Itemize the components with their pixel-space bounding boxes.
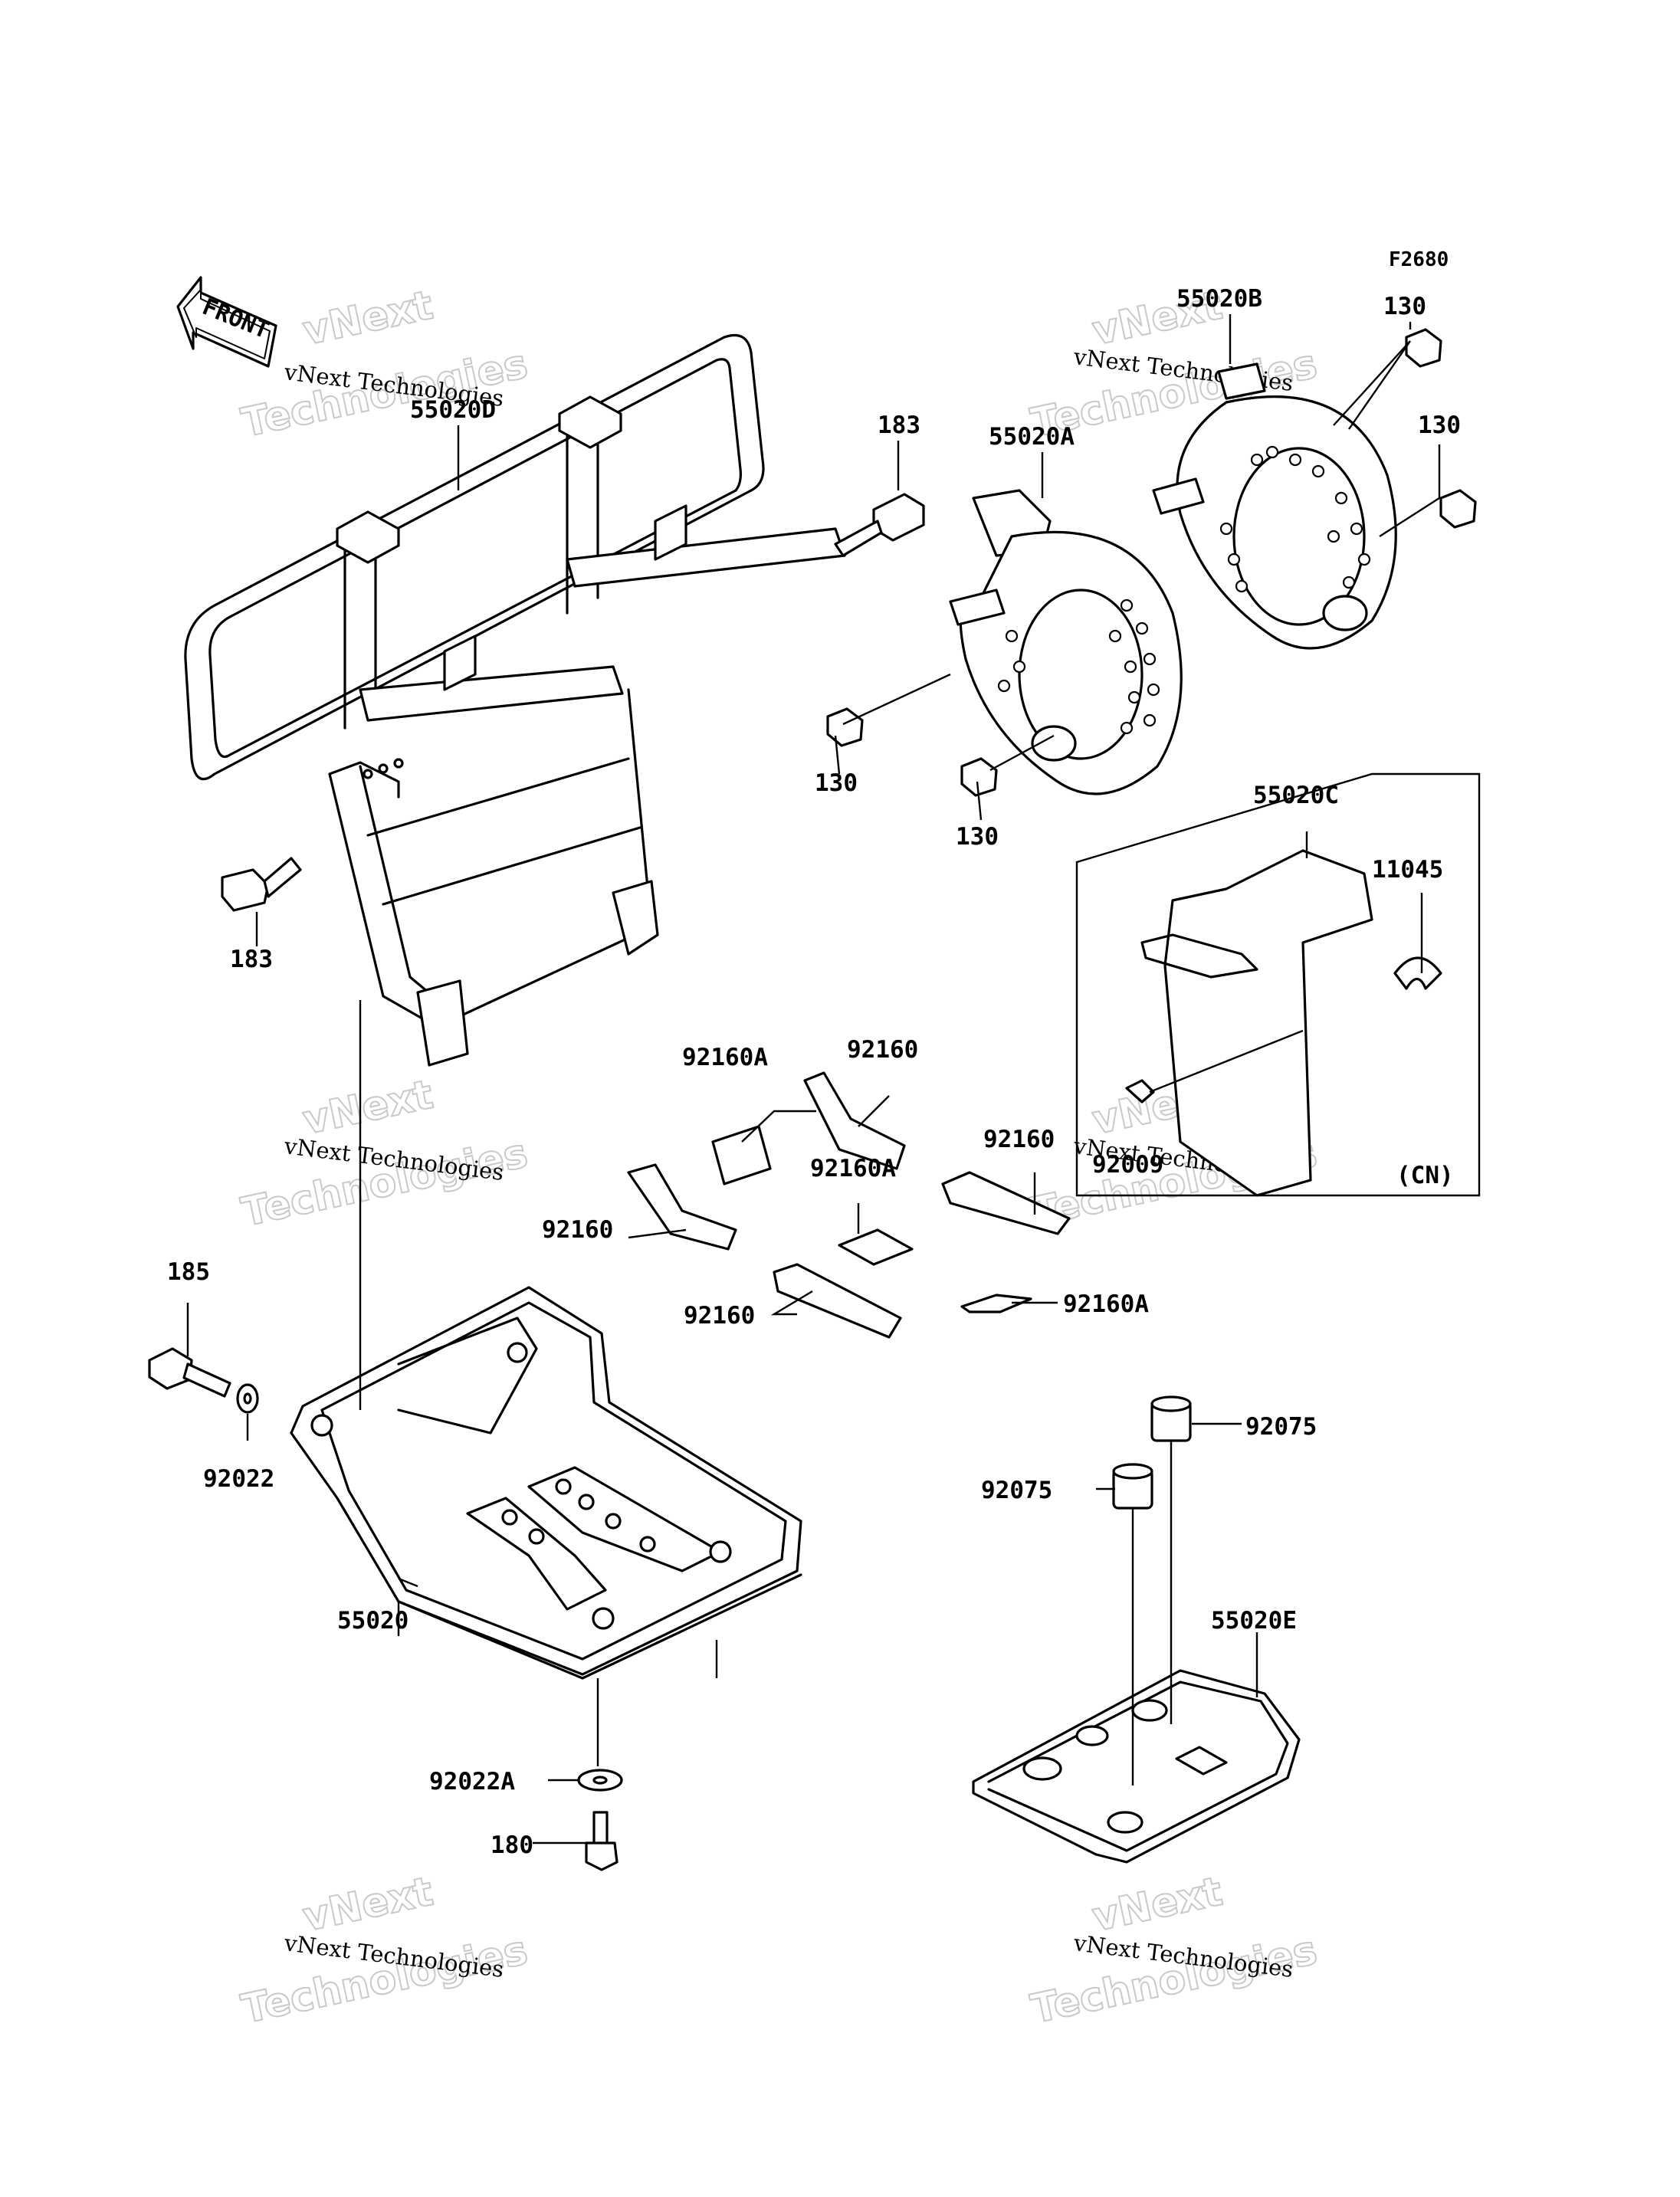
label-11045: 11045 — [1372, 856, 1443, 884]
front-arrow-icon: FRONT — [176, 276, 277, 368]
label-92009: 92009 — [1092, 1151, 1163, 1179]
label-92075-1: 92075 — [1245, 1413, 1317, 1441]
label-183-top: 183 — [878, 412, 920, 439]
label-92160-1: 92160 — [847, 1036, 918, 1064]
label-92160A-3: 92160A — [1063, 1290, 1149, 1318]
leader-lines — [186, 314, 1441, 1844]
pad-92160-icon — [803, 1071, 906, 1170]
part-labels: 55020D 183 183 55020A 55020B 130 130 130… — [167, 285, 1461, 1859]
label-92160A-2: 92160A — [810, 1155, 896, 1182]
label-55020: 55020 — [337, 1607, 409, 1635]
disc-guard-55020A — [949, 489, 1183, 795]
pad-92160-icon — [773, 1263, 902, 1339]
label-130-a: 130 — [1383, 293, 1426, 320]
watermark-text: vNext — [299, 1868, 437, 1940]
watermark-bottom-right: vNext Technologies vNext Technologies — [1026, 1867, 1321, 2033]
figure-code: F2680 — [1389, 248, 1449, 271]
label-92160-4: 92160 — [684, 1302, 755, 1330]
bolt-130-icon — [960, 757, 998, 797]
bolt-130-icon — [826, 707, 864, 747]
pad-92160-icon — [941, 1171, 1071, 1235]
label-180: 180 — [491, 1831, 533, 1859]
watermark-text: vNext — [299, 1071, 437, 1143]
pad-92160A-icon — [960, 1294, 1032, 1313]
front-guard-55020D — [184, 333, 846, 1067]
label-183-left: 183 — [230, 946, 273, 973]
label-55020D: 55020D — [410, 396, 496, 424]
bolt-183-left-icon — [221, 857, 302, 912]
watermark-bottom-left: vNext Technologies vNext Technologies — [237, 1867, 532, 2033]
disc-guard-55020B — [1152, 362, 1397, 650]
cn-variant-box: (CN) — [1075, 772, 1481, 1197]
bump-stop-92075-icon — [1150, 1395, 1192, 1442]
watermark-text: vNext — [1088, 1868, 1226, 1940]
variant-note: (CN) — [1396, 1162, 1454, 1189]
pad-92160A-icon — [838, 1228, 914, 1266]
label-55020C: 55020C — [1253, 782, 1339, 809]
bump-stop-92075-icon — [1112, 1463, 1153, 1510]
label-55020B: 55020B — [1176, 285, 1262, 313]
label-92160-3: 92160 — [983, 1126, 1055, 1153]
bolt-180-icon — [585, 1811, 619, 1871]
skid-plate-55020E — [972, 1669, 1301, 1864]
label-130-c: 130 — [815, 769, 858, 797]
label-185: 185 — [167, 1258, 210, 1286]
vent-holes — [997, 598, 1160, 735]
label-92160A-1: 92160A — [682, 1044, 768, 1071]
pad-92160A-icon — [711, 1125, 772, 1185]
label-92022A: 92022A — [429, 1768, 515, 1795]
label-130-b: 130 — [1418, 412, 1461, 439]
bolt-130-icon — [1405, 328, 1442, 368]
bolt-185-icon — [148, 1347, 231, 1398]
washer-92022A-icon — [577, 1769, 623, 1792]
label-92075-2: 92075 — [981, 1477, 1052, 1504]
watermark-text: vNext — [299, 282, 437, 354]
washer-92022-icon — [236, 1383, 259, 1414]
label-92160-2: 92160 — [542, 1216, 613, 1244]
bolt-130-icon — [1439, 489, 1477, 529]
bolt-183-top-icon — [834, 493, 925, 557]
vent-holes — [1219, 445, 1371, 593]
label-92022: 92022 — [203, 1465, 274, 1493]
label-55020A: 55020A — [989, 423, 1075, 451]
skid-plate-55020 — [290, 1286, 802, 1680]
pad-92160-icon — [627, 1163, 737, 1251]
label-130-d: 130 — [956, 823, 999, 851]
watermark-mid-left: vNext Technologies vNext Technologies — [237, 1071, 532, 1236]
label-55020E: 55020E — [1211, 1607, 1297, 1635]
